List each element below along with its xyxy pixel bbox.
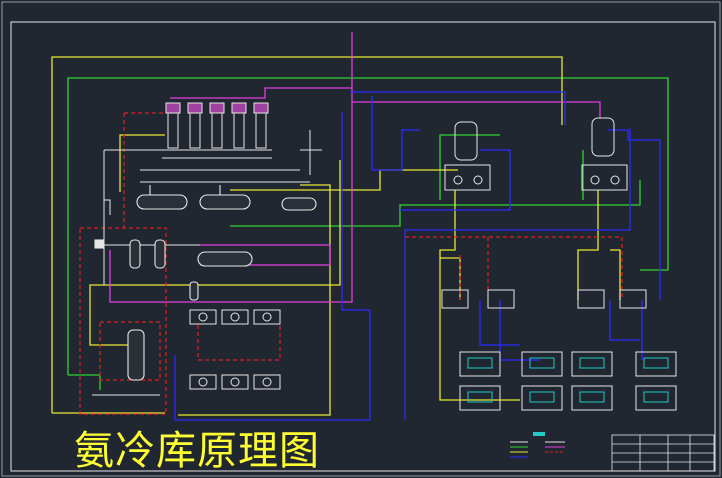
compressor-group	[162, 102, 272, 159]
receiver-vessels	[136, 185, 317, 267]
white-pipelines	[92, 130, 322, 396]
drawing-inner-frame	[10, 21, 716, 472]
green-pipelines	[67, 77, 669, 390]
valve-manifolds	[441, 289, 647, 309]
red-dashed-pipelines	[79, 112, 623, 415]
pump-units	[189, 309, 281, 390]
drawing-title: 氨冷库原理图	[74, 428, 320, 474]
separator-vessels	[94, 239, 199, 381]
title-block	[611, 434, 715, 472]
blue-pipelines	[174, 91, 661, 421]
condenser-units	[444, 117, 628, 191]
magenta-pipelines	[109, 32, 601, 303]
legend-block	[510, 432, 565, 458]
evaporator-units	[459, 351, 677, 411]
yellow-pipelines	[51, 56, 621, 416]
evaporator-coils	[467, 357, 669, 403]
